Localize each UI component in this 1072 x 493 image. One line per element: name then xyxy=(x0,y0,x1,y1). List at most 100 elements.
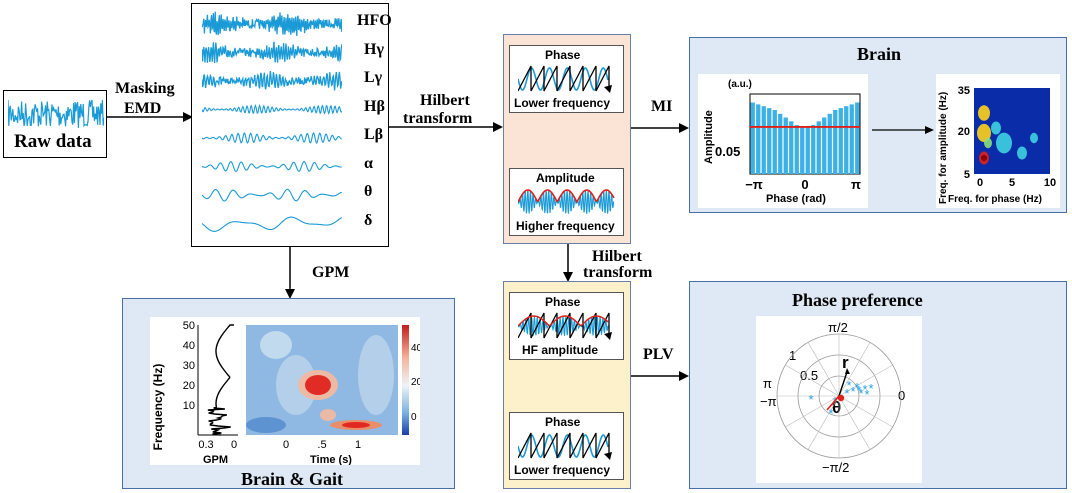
polar-plot: π/2 −π/2 π −π 0 1 0.5 r θ ************ xyxy=(760,320,905,475)
hist-ylabel: Amplitude xyxy=(703,110,715,164)
emd-band-signal xyxy=(202,160,342,172)
polar-theta-line xyxy=(826,395,840,411)
arrow-emd-to-gpm xyxy=(285,247,295,299)
polar-spoke xyxy=(838,342,871,397)
comod-ylabel: Freq. for amplitude (Hz) xyxy=(938,92,949,204)
emd-signals xyxy=(202,11,342,232)
hist-bar xyxy=(833,110,838,174)
polar-point: * xyxy=(858,386,863,401)
hist-unit: (a.u.) xyxy=(728,79,752,90)
arrow-raw-to-emd xyxy=(107,112,193,122)
polar-spoke xyxy=(785,364,840,397)
tf-xtick: 0 xyxy=(283,439,289,451)
amplitude-caption: Higher frequency xyxy=(516,219,615,233)
emd-band-label: α xyxy=(364,154,373,172)
emd-band-label: δ xyxy=(364,211,373,229)
phase-lf-card-2: Phase Lower frequency xyxy=(509,412,624,480)
phase-sawtooth xyxy=(518,65,612,93)
polar-spoke xyxy=(807,342,840,397)
hist-xtick: −π xyxy=(745,177,763,192)
hist-bar xyxy=(750,102,755,174)
hilbert-label-1b: transform xyxy=(403,110,473,127)
comod-ytick: 20 xyxy=(958,126,970,138)
comod-blob xyxy=(984,137,992,149)
tf-xlabel: Time (s) xyxy=(310,454,352,465)
comod-xtick: 10 xyxy=(1044,177,1056,189)
comod-blob xyxy=(977,123,991,143)
hist-bar xyxy=(811,125,816,174)
polar-spoke xyxy=(785,395,840,428)
hilbert-label-2a: Hilbert xyxy=(592,248,642,265)
colorbar-tick: 40 xyxy=(411,343,420,354)
polar-spoke xyxy=(838,395,893,428)
plv-phase-title: Phase xyxy=(545,295,581,309)
amplitude-hf-card: Amplitude Higher frequency xyxy=(509,168,624,236)
hist-bar xyxy=(772,110,777,174)
hilbert-label-1a: Hilbert xyxy=(420,92,470,109)
emd-band-signal xyxy=(202,11,342,36)
hilbert-panel: Phase Lower frequency Amplitude Higher f… xyxy=(503,34,631,244)
raw-data-box: Raw data xyxy=(3,90,107,158)
amplitude-envelope xyxy=(518,189,615,204)
polar-spoke xyxy=(807,395,840,450)
hist-xlabel: Phase (rad) xyxy=(766,193,826,205)
masking-label: Masking xyxy=(115,80,175,97)
gpm-xlabel: GPM xyxy=(203,454,228,465)
polar-r-arrowhead xyxy=(845,368,850,374)
phase-caption: Lower frequency xyxy=(514,96,611,110)
emd-band-signal xyxy=(202,41,342,64)
hist-bar xyxy=(794,125,799,174)
hist-bar xyxy=(838,108,843,174)
phase-hf-amplitude-card: Phase HF amplitude xyxy=(509,292,624,360)
comodulogram: Freq. for amplitude (Hz) Freq. for phase… xyxy=(938,85,1056,205)
emd-band-signal xyxy=(202,71,342,91)
phase-preference-panel: Phase preference π/2 −π/2 π −π 0 1 0.5 r… xyxy=(689,281,1067,489)
comod-peak xyxy=(981,155,987,161)
gpm-ylabel: Frequency (Hz) xyxy=(151,364,165,451)
gpm-ytick: 30 xyxy=(183,360,195,372)
polar-label-r1: 1 xyxy=(789,348,796,363)
emd-band-label: θ xyxy=(364,183,373,200)
phase-lf-card: Phase Lower frequency xyxy=(509,45,624,113)
polar-plot-card: π/2 −π/2 π −π 0 1 0.5 r θ ************ xyxy=(756,316,922,483)
colorbar-tick: 0 xyxy=(411,412,417,423)
comod-blob xyxy=(978,105,990,121)
gpm-xtick: 0.3 xyxy=(198,439,213,451)
gpm-xtick: 0 xyxy=(231,439,237,451)
tf-blob xyxy=(358,335,394,415)
phase-title: Phase xyxy=(545,48,581,62)
polar-spoke xyxy=(838,364,893,397)
gpm-label: GPM xyxy=(312,264,350,281)
hf-envelope xyxy=(518,315,609,327)
polar-label-r: r xyxy=(842,353,849,372)
hf-signal xyxy=(518,189,615,214)
hist-bar xyxy=(827,113,832,174)
tf-xtick: 1 xyxy=(355,439,361,451)
plv-phase2-title: Phase xyxy=(545,415,581,429)
phase-sawtooth-2 xyxy=(518,432,612,460)
brain-panel: Brain (a.u.) Amplitude 0.05 Phase (rad) … xyxy=(689,37,1067,213)
polar-label-theta: θ xyxy=(832,398,841,417)
raw-signal xyxy=(8,99,104,128)
hist-bar xyxy=(844,106,849,174)
hist-bar xyxy=(789,121,794,174)
arrow-hilbert-to-brain xyxy=(631,123,689,133)
arrow-emd-to-hilbert xyxy=(389,122,503,132)
arrow-head xyxy=(604,332,612,340)
hist-bar xyxy=(805,126,810,174)
hilbert-label-2b: transform xyxy=(583,264,653,281)
hist-bar xyxy=(756,104,761,174)
phase-pref-title: Phase preference xyxy=(792,290,923,310)
arrow-hilbert-to-plv xyxy=(563,244,573,282)
emd-label: EMD xyxy=(124,100,162,117)
colorbar xyxy=(402,325,409,435)
hist-frame xyxy=(749,93,861,175)
emd-band-signal xyxy=(202,103,342,115)
polar-label-left1: π xyxy=(763,376,772,391)
emd-band-label: HFO xyxy=(357,12,392,29)
hist-bar xyxy=(783,117,788,174)
plv-phase2-caption: Lower frequency xyxy=(514,463,611,477)
mi-label: MI xyxy=(651,98,673,115)
